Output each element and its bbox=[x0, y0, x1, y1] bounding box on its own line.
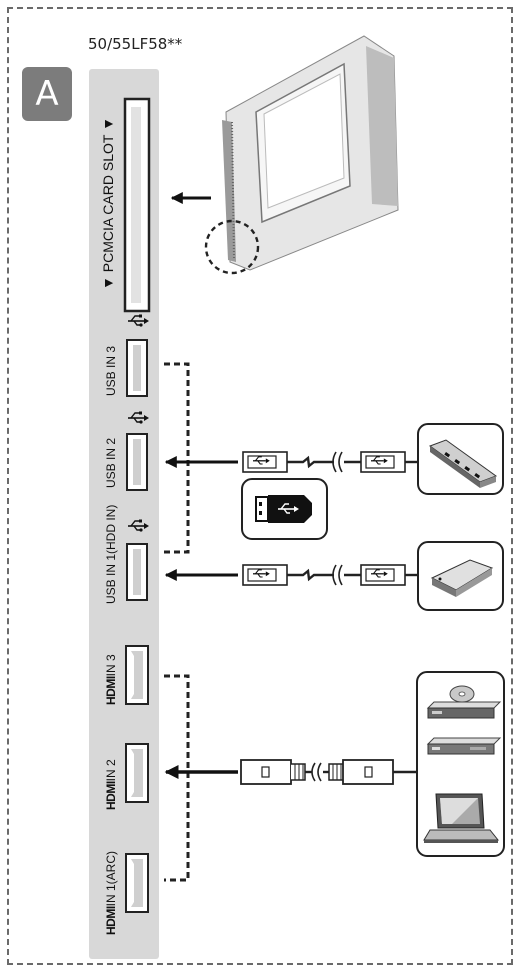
hdmi-logo: HDMI bbox=[104, 781, 118, 810]
usb-cable bbox=[287, 455, 334, 469]
pcmcia-slot bbox=[123, 97, 151, 313]
usb-port-3 bbox=[126, 339, 148, 397]
hdmi-logo: HDMI bbox=[104, 676, 118, 705]
section-badge: A bbox=[22, 67, 72, 121]
hdmi-port-2 bbox=[125, 743, 149, 803]
usb-plug bbox=[360, 451, 406, 473]
model-number: 50/55LF58** bbox=[88, 35, 183, 53]
diagram-frame bbox=[7, 7, 513, 965]
usb-plug bbox=[242, 564, 288, 586]
usb-stick-icon bbox=[241, 478, 328, 540]
hdmi-logo: HDMI bbox=[104, 906, 118, 935]
dvd-player-icon bbox=[426, 685, 502, 719]
usb-cable bbox=[287, 568, 334, 582]
pcmcia-label: ▼ PCMCIA CARD SLOT ▼ bbox=[100, 117, 116, 290]
hdmi-alt-bracket bbox=[164, 674, 190, 882]
laptop-icon bbox=[423, 793, 500, 843]
usb-symbol-icon bbox=[127, 313, 150, 328]
usb-symbol-icon bbox=[127, 518, 150, 533]
usb2-label: USB IN 2 bbox=[104, 437, 118, 488]
hdmi1-label: HDMIIN 1(ARC) bbox=[104, 850, 118, 935]
usb3-label: USB IN 3 bbox=[104, 345, 118, 396]
set-top-box-icon bbox=[426, 737, 502, 755]
hdmi-cable bbox=[240, 759, 417, 785]
usb-plug bbox=[242, 451, 288, 473]
usb-symbol-icon bbox=[127, 410, 150, 425]
hdmi-port-3 bbox=[125, 645, 149, 705]
hdmi3-label: HDMIIN 3 bbox=[104, 654, 118, 705]
usb-hub-icon bbox=[417, 423, 504, 495]
usb-port-1 bbox=[126, 543, 148, 601]
usb1-label: USB IN 1(HDD IN) bbox=[104, 504, 118, 604]
hdmi2-label: HDMIIN 2 bbox=[104, 759, 118, 810]
external-hdd-icon bbox=[417, 541, 504, 611]
usb-alt-bracket bbox=[164, 362, 190, 554]
ci-module-icon bbox=[204, 35, 399, 275]
hdmi-port-1 bbox=[125, 853, 149, 913]
usb-plug bbox=[360, 564, 406, 586]
usb-port-2 bbox=[126, 433, 148, 491]
